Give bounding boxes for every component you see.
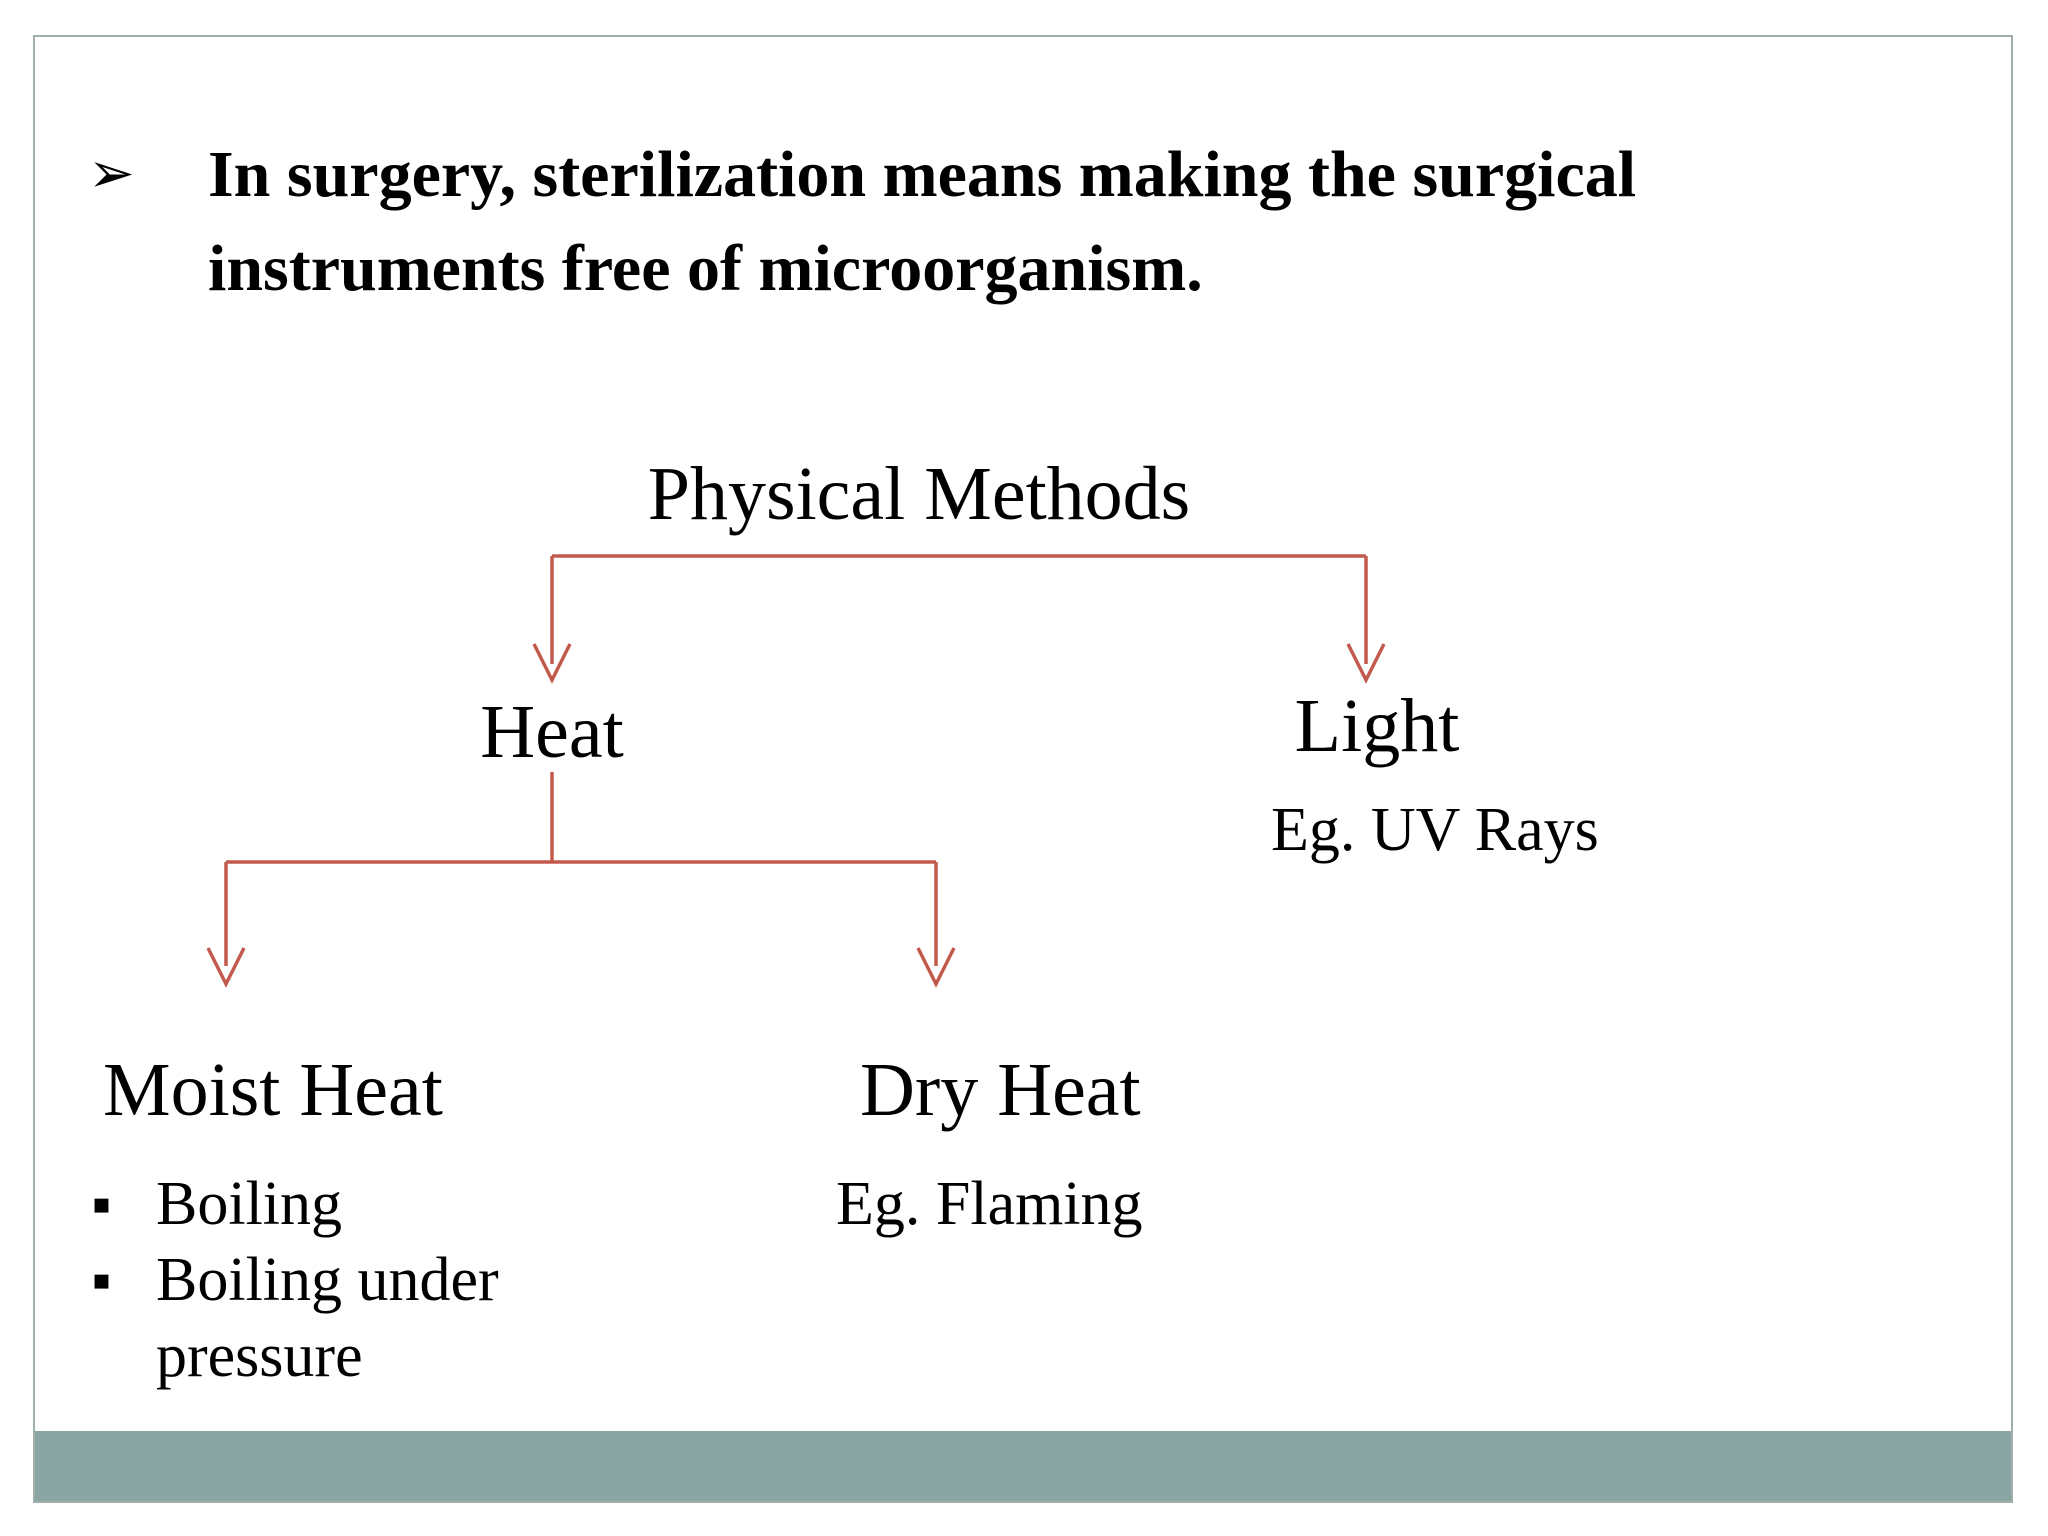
footer-band [35, 1431, 2011, 1501]
node-light: Light [1294, 684, 1460, 768]
moist-heat-list: ▪ Boiling ▪ Boiling under pressure [92, 1166, 546, 1394]
slide-frame [33, 35, 2013, 1503]
title-line-1: In surgery, sterilization means making t… [208, 138, 1637, 211]
node-dry-heat: Dry Heat [860, 1048, 1141, 1132]
list-item: ▪ Boiling under pressure [92, 1242, 546, 1394]
title-block: ➢ In surgery, sterilization means making… [88, 128, 1636, 316]
square-bullet-icon: ▪ [92, 1263, 111, 1296]
list-item: ▪ Boiling [92, 1166, 546, 1242]
list-item-label: Boiling under pressure [156, 1246, 499, 1390]
square-bullet-icon: ▪ [92, 1187, 111, 1220]
light-example: Eg. UV Rays [1271, 796, 1599, 864]
list-item-label: Boiling [156, 1170, 343, 1238]
node-physical-methods: Physical Methods [647, 452, 1191, 536]
node-moist-heat: Moist Heat [103, 1048, 443, 1132]
arrow-bullet-icon: ➢ [88, 141, 135, 206]
node-heat: Heat [480, 690, 624, 774]
dry-heat-example: Eg. Flaming [836, 1170, 1143, 1238]
slide-title: In surgery, sterilization means making t… [208, 128, 1636, 316]
title-line-2: instruments free of microorganism. [208, 232, 1203, 305]
